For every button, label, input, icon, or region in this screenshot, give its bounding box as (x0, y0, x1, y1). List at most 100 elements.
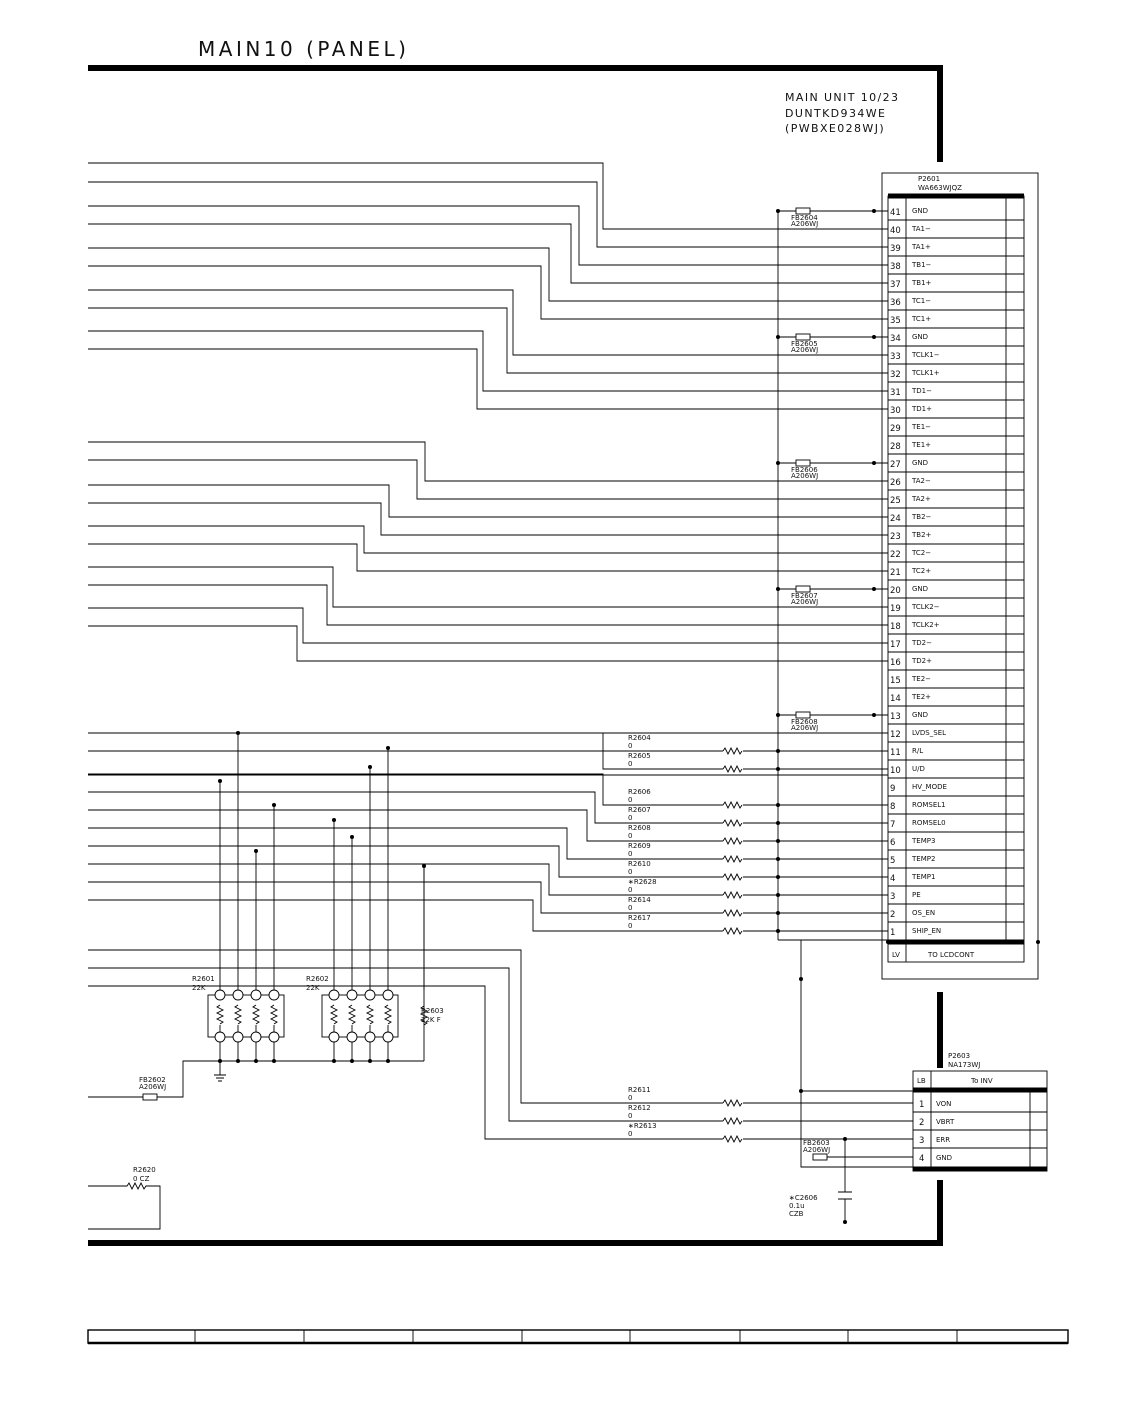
resistor-value: 0 (628, 1130, 632, 1138)
signal-wire (88, 484, 888, 518)
resistor-symbol (233, 1004, 243, 1025)
resistor-ref: R2604 (628, 734, 651, 742)
signal-wire (88, 441, 888, 482)
array-pin (214, 1031, 226, 1043)
resistor-symbol (722, 872, 743, 882)
resistor-symbol (722, 1098, 743, 1108)
ferrite-ref: FB2603 (803, 1139, 830, 1147)
pin-number: 5 (890, 856, 895, 866)
ferrite-value: A206WJ (791, 220, 818, 228)
ground-symbol (214, 1074, 226, 1082)
array-ref: R2602 (306, 975, 329, 983)
junction-dot (386, 746, 390, 750)
array-pin (328, 989, 340, 1001)
array-body (207, 994, 285, 1038)
pin-number: 40 (890, 226, 901, 236)
junction-dot (776, 209, 780, 213)
resistor-ref: ∗R2628 (628, 878, 657, 886)
pin-number: 6 (890, 838, 895, 848)
junction-dot (799, 1089, 803, 1093)
resistor-value: 0 (628, 922, 632, 930)
junction-dot (776, 839, 780, 843)
pin-label: U/D (912, 765, 925, 773)
resistor-symbol (329, 1004, 339, 1025)
capacitor-symbol (838, 1139, 852, 1222)
pin-number: 23 (890, 532, 901, 542)
resistor-value: 0 (628, 814, 632, 822)
pin-number: 29 (890, 424, 901, 434)
c2606-ref: ∗C2606 (789, 1194, 818, 1202)
resistor-ref: R2609 (628, 842, 651, 850)
pin-label: TC1− (911, 297, 931, 305)
pin-label: TA1+ (911, 243, 931, 251)
array-pin (268, 989, 280, 1001)
resistor-value: 0 (628, 886, 632, 894)
resistor-value: 0 (628, 850, 632, 858)
pin-label: TE1− (911, 423, 931, 431)
junction-dot (272, 803, 276, 807)
resistor-symbol (722, 908, 743, 918)
pin-label: TEMP3 (911, 837, 935, 845)
junction-dot (776, 893, 780, 897)
pin-label: TD1− (911, 387, 932, 395)
pin-number: 11 (890, 748, 901, 758)
pin-number: 28 (890, 442, 901, 452)
pin-number: 39 (890, 244, 901, 254)
junction-dot (332, 1059, 336, 1063)
signal-wire (88, 502, 888, 536)
pin-label: TC1+ (911, 315, 931, 323)
signal-wire (88, 205, 888, 266)
resistor-value: 0 (628, 796, 632, 804)
ferrite-ref: FB2604 (791, 214, 818, 222)
ferrite-value: A206WJ (791, 346, 818, 354)
pin-label: GND (912, 585, 928, 593)
array-pin (346, 1031, 358, 1043)
resistor-symbol (722, 818, 743, 828)
junction-dot (422, 864, 426, 868)
ferrite-ref: FB2606 (791, 466, 818, 474)
array-body (321, 994, 399, 1038)
junction-dot (254, 1059, 258, 1063)
connector-footer-label: TO LCDCONT (927, 951, 975, 959)
pin-label: TEMP1 (911, 873, 935, 881)
pin-label: TCLK2− (911, 603, 940, 611)
junction-dot (776, 929, 780, 933)
pin-label: TE2+ (911, 693, 931, 701)
c2606-value: 0.1u (789, 1202, 805, 1210)
pin-label: PE (912, 891, 921, 899)
ferrite-symbol (795, 585, 811, 593)
signal-wire (88, 330, 888, 392)
junction-dot (368, 765, 372, 769)
resistor-value: 0 (628, 1112, 632, 1120)
pin-number: 2 (890, 910, 895, 920)
resistor-value: 0 (628, 832, 632, 840)
pin-label: TA2+ (911, 495, 931, 503)
pin-number: 30 (890, 406, 901, 416)
signal-wire (88, 845, 723, 878)
pin-label: ROMSEL1 (912, 801, 946, 809)
signal-wire (88, 949, 723, 1104)
signal-wire (88, 265, 888, 320)
signal-wire (88, 899, 723, 932)
resistor-symbol (722, 1134, 743, 1144)
array-value: 22K (306, 984, 320, 992)
pin-number: 7 (890, 820, 895, 830)
junction-dot (272, 1059, 276, 1063)
resistor-symbol (722, 926, 743, 936)
connector-ref: P2603 (948, 1052, 970, 1060)
pin-number: 35 (890, 316, 901, 326)
pin-label: TCLK2+ (911, 621, 940, 629)
pin-label: TCLK1+ (911, 369, 940, 377)
pin-number: 10 (890, 766, 901, 776)
connector-footer-id: LV (892, 951, 900, 959)
ferrite-value: A206WJ (791, 724, 818, 732)
resistor-symbol (419, 1005, 429, 1026)
unit-name: MAIN UNIT 10/23 (785, 91, 899, 104)
junction-dot (776, 749, 780, 753)
pin-label: TA1− (911, 225, 931, 233)
ferrite-symbol (795, 207, 811, 215)
pin-label: TE2− (911, 675, 931, 683)
title-block-strip (87, 1329, 1069, 1345)
resistor-symbol (365, 1004, 375, 1025)
